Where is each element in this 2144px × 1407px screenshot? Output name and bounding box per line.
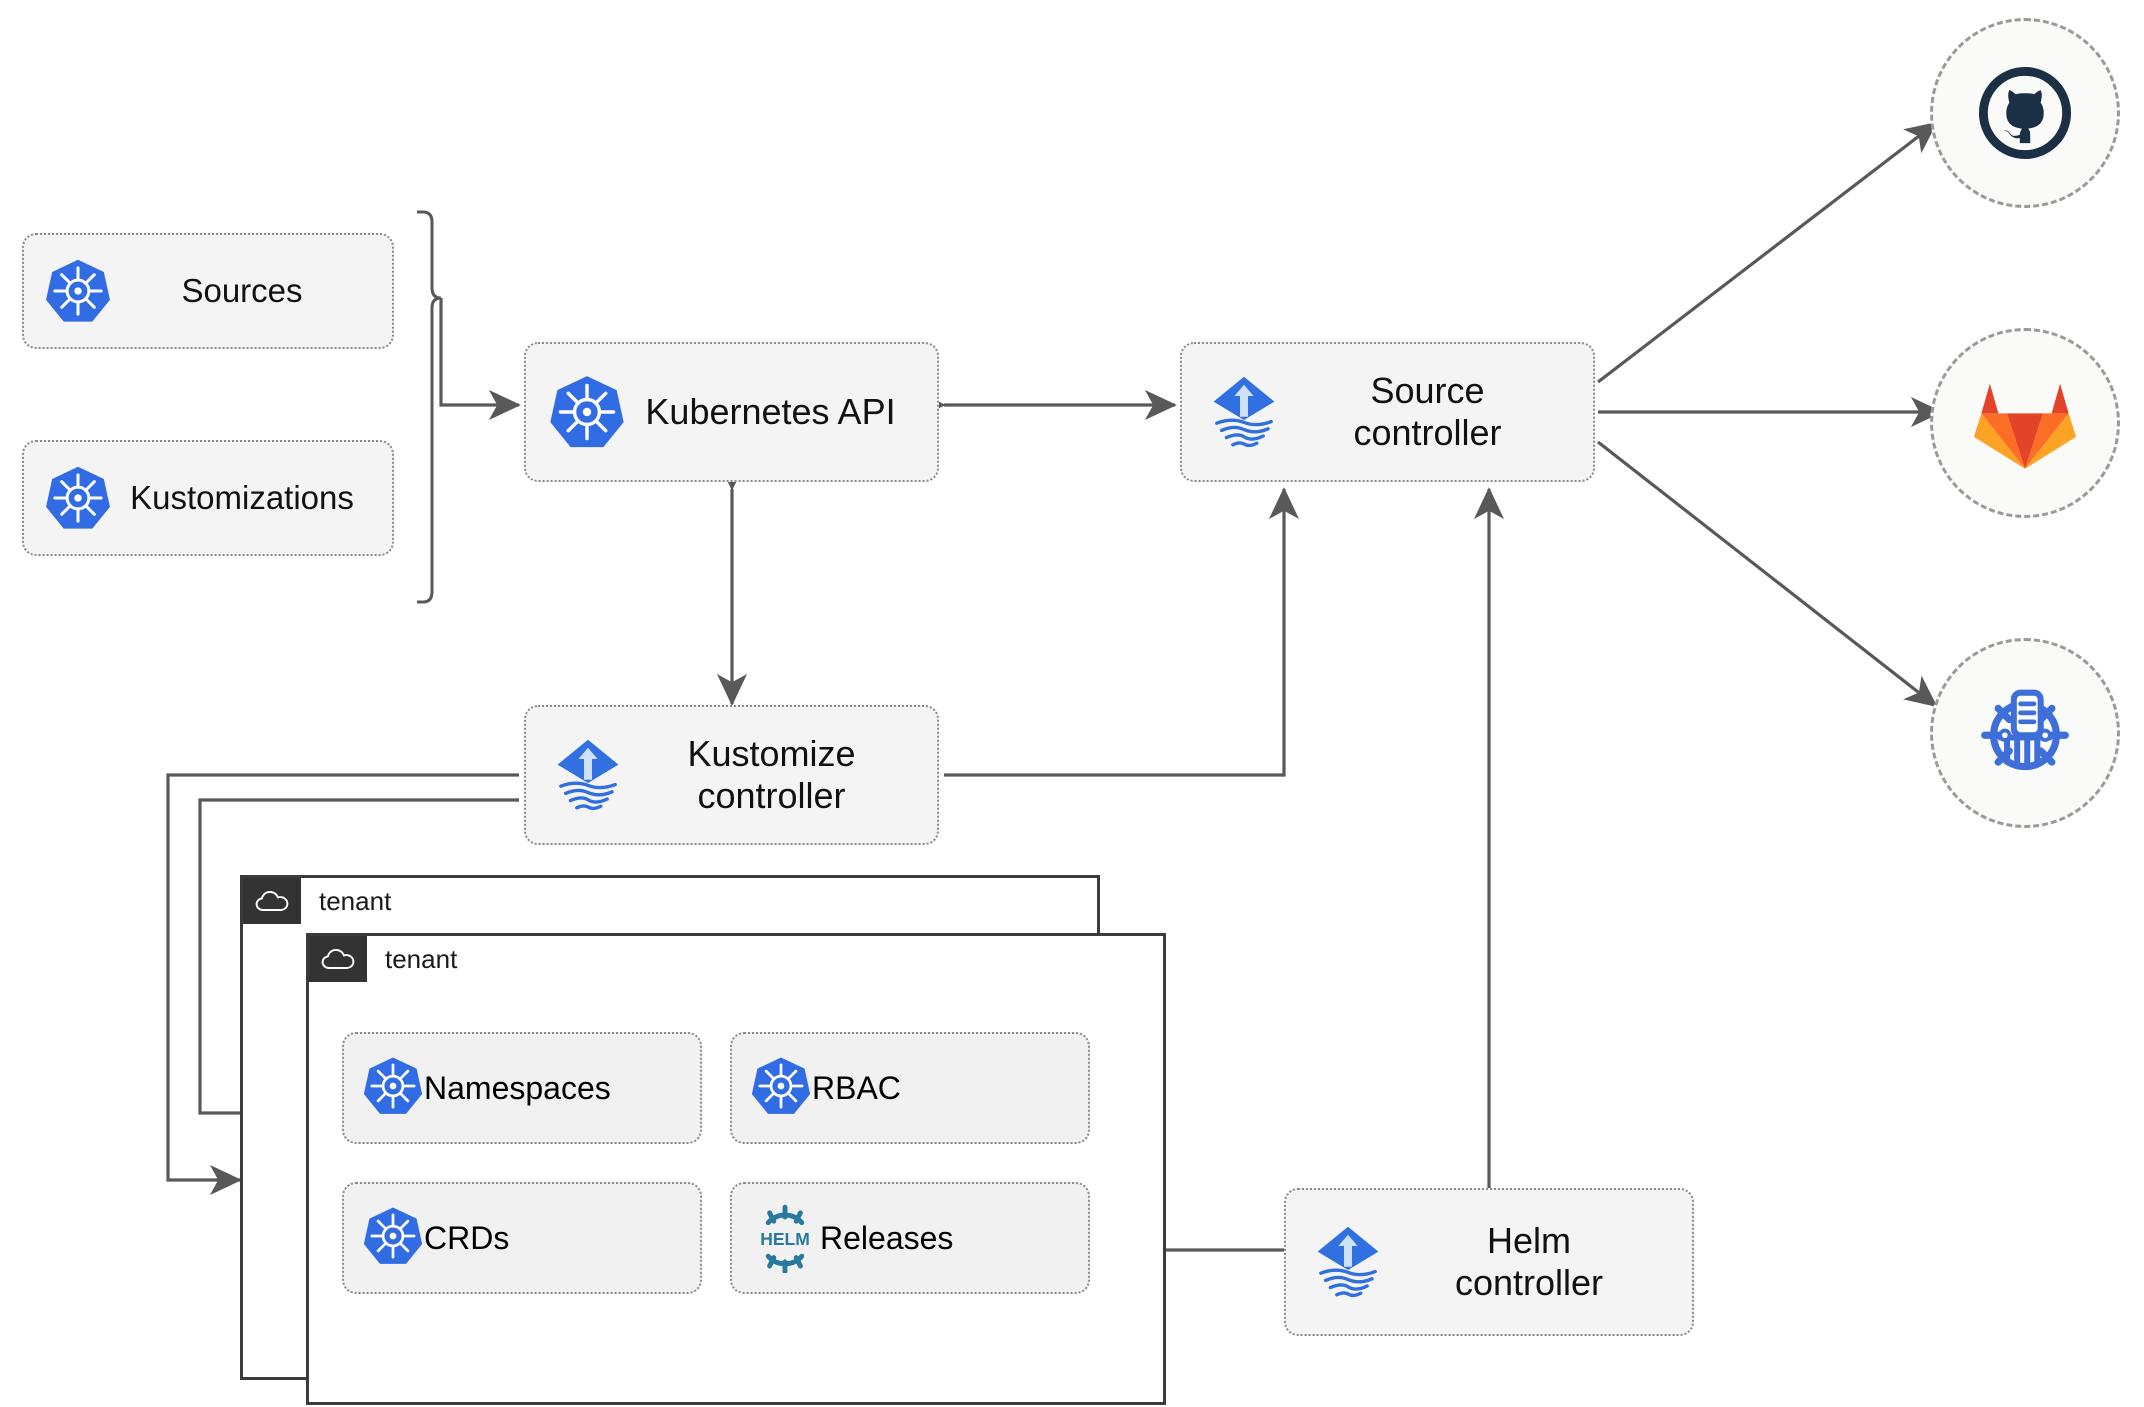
flux-glyph	[557, 739, 619, 811]
kubernetes-glyph	[46, 466, 110, 529]
flux-icon	[1204, 372, 1284, 452]
node-label: Kustomizations	[130, 478, 354, 516]
node-label: Helm controller	[1388, 1220, 1670, 1305]
node-label-line1: Source	[1370, 369, 1485, 411]
kubernetes-glyph	[363, 1056, 423, 1114]
flux-glyph	[1213, 376, 1275, 448]
provider-github[interactable]	[1930, 18, 2120, 208]
edge-source-to-github	[1597, 121, 1938, 384]
kubernetes-icon	[750, 1055, 812, 1122]
resource-crds[interactable]: CRDs	[342, 1182, 702, 1294]
helm-repository-icon	[1981, 689, 2069, 771]
node-label-line2: controller	[1353, 412, 1502, 453]
kubernetes-glyph	[363, 1206, 423, 1264]
kubernetes-icon	[362, 1055, 424, 1122]
resource-rbac[interactable]: RBAC	[730, 1032, 1090, 1144]
node-label: Kubernetes API	[645, 390, 896, 432]
edge-source-to-registry	[1597, 440, 1938, 708]
kubernetes-icon	[362, 1205, 424, 1272]
kubernetes-glyph	[550, 376, 624, 448]
resource-namespaces[interactable]: Namespaces	[342, 1032, 702, 1144]
helm-wordmark: HELM	[760, 1229, 810, 1249]
helm-icon: HELM	[750, 1203, 820, 1275]
kubernetes-icon	[44, 257, 112, 325]
node-label-line2: controller	[697, 775, 846, 816]
node-sources[interactable]: Sources	[22, 233, 394, 349]
node-label: Sources	[181, 271, 303, 309]
gitlab-icon	[1973, 383, 2077, 469]
cloud-icon	[309, 936, 367, 982]
edge-brace-to-k8s-api	[439, 298, 521, 421]
tenant-header-outer: tenant	[243, 878, 391, 924]
kubernetes-glyph	[751, 1056, 811, 1114]
tenant-label: tenant	[319, 885, 392, 916]
node-label: Kustomize controller	[628, 733, 915, 818]
node-label: Source controller	[1284, 370, 1571, 455]
kubernetes-icon	[44, 464, 112, 532]
resource-label: Releases	[820, 1219, 954, 1256]
resource-releases[interactable]: HELM Releases	[730, 1182, 1090, 1294]
resource-label: Namespaces	[424, 1069, 611, 1106]
node-label-line1: Helm	[1486, 1219, 1571, 1261]
node-source-controller[interactable]: Source controller	[1180, 342, 1595, 482]
resource-label: RBAC	[812, 1069, 901, 1106]
provider-container-registry[interactable]	[1930, 638, 2120, 828]
kubernetes-glyph	[46, 259, 110, 322]
tenant-label: tenant	[385, 943, 458, 974]
flux-icon	[548, 735, 628, 815]
node-kubernetes-api[interactable]: Kubernetes API	[524, 342, 939, 482]
github-icon	[1978, 66, 2072, 160]
flux-icon	[1308, 1222, 1388, 1302]
node-label-line1: Kustomize	[687, 732, 856, 774]
flux-glyph	[1317, 1226, 1379, 1298]
provider-gitlab[interactable]	[1930, 328, 2120, 518]
node-kustomize-controller[interactable]: Kustomize controller	[524, 705, 939, 845]
resource-label: CRDs	[424, 1219, 510, 1256]
edge-kustomize-to-source	[944, 487, 1300, 777]
cloud-glyph	[321, 948, 355, 969]
kubernetes-icon	[548, 373, 626, 451]
edge-kustomize-to-tenant-1	[166, 773, 519, 1196]
tenant-header-inner: tenant	[309, 936, 457, 982]
cloud-icon	[243, 878, 301, 924]
node-label-line2: controller	[1454, 1262, 1604, 1303]
node-kustomizations[interactable]: Kustomizations	[22, 440, 394, 556]
node-helm-controller[interactable]: Helm controller	[1284, 1188, 1694, 1336]
cloud-glyph	[255, 890, 289, 911]
tenant-box-inner: tenant	[306, 933, 1166, 1405]
edge-resources-brace	[417, 210, 442, 604]
helm-glyph: HELM	[760, 1204, 810, 1275]
